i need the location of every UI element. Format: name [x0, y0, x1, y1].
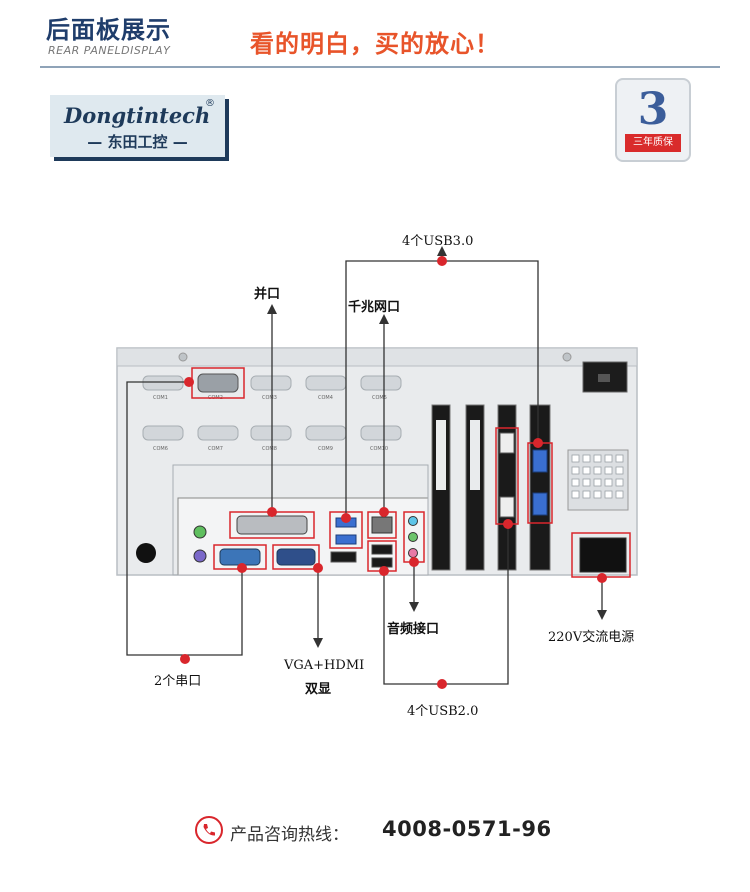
hotline-number: 4008-0571-96	[382, 817, 552, 841]
serial-callout-label: 2个串口	[154, 674, 202, 689]
warranty-text: 三年质保	[625, 134, 681, 152]
audio-callout-label: 音频接口	[387, 622, 440, 637]
registered-mark: ®	[205, 98, 215, 109]
com3-label: COM3	[262, 395, 277, 401]
parallel-callout-label: 并口	[254, 287, 281, 302]
header-divider	[40, 66, 720, 68]
vga-highlight	[272, 544, 320, 570]
com9-label: COM9	[318, 446, 333, 452]
vga-hdmi-callout-line2: 双显	[305, 682, 332, 697]
usb3-callout-label: 4个USB3.0	[402, 234, 474, 249]
com5-label: COM5	[372, 395, 387, 401]
com8-label: COM8	[262, 446, 277, 452]
brand-logo: Dongtintech ® — 东田工控 —	[50, 95, 225, 157]
vga-hdmi-callout-line1: VGA+HDMI	[284, 658, 365, 673]
power-callout-label: 220V交流电源	[548, 630, 635, 645]
lan-callout-label: 千兆网口	[348, 300, 401, 315]
warranty-badge: 3 三年质保	[615, 78, 691, 162]
usb2-callout-label: 4个USB2.0	[407, 704, 479, 719]
logo-chinese-name: — 东田工控 —	[87, 133, 188, 151]
logo-brand-text: Dongtintech	[64, 103, 211, 128]
callout-arrowheads	[267, 246, 607, 648]
page-title: 后面板展示	[46, 16, 171, 44]
com4-label: COM4	[318, 395, 333, 401]
warranty-numeral: 3	[637, 84, 669, 135]
phone-icon	[195, 816, 223, 844]
com7-label: COM7	[208, 446, 223, 452]
page-subtitle: REAR PANELDISPLAY	[48, 44, 171, 57]
slogan: 看的明白，买的放心！	[250, 30, 500, 58]
com6-label: COM6	[153, 446, 168, 452]
hotline-label: 产品咨询热线：	[230, 825, 349, 845]
com1-label: COM1	[153, 395, 168, 401]
com10-label: COM10	[370, 446, 388, 452]
callout-dots	[180, 256, 607, 689]
